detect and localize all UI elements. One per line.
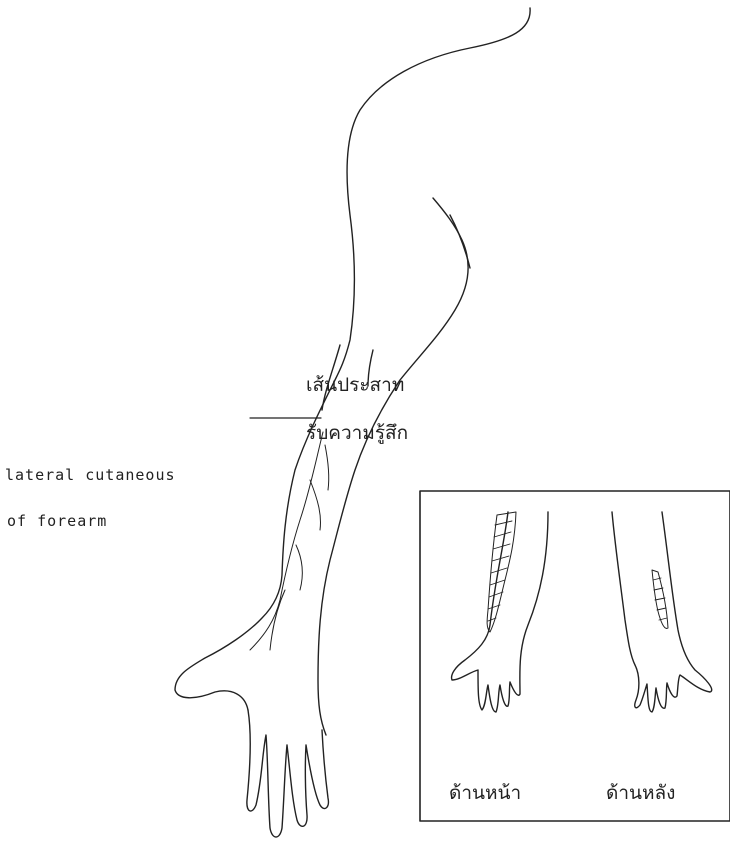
nerve-label-en-1: lateral cutaneous [5, 466, 176, 484]
nerve-label-thai-2: รับความรู้สึก [306, 418, 408, 448]
inset-back-hatch [653, 578, 667, 620]
inset-front-arm [452, 512, 548, 712]
inset-front-hatch [488, 521, 512, 621]
hand-fingers [247, 710, 329, 837]
arm-outline-outer [175, 8, 530, 710]
nerve-branch-4 [296, 545, 302, 590]
nerve-label-en-2: of forearm [7, 512, 107, 530]
nerve-label-thai-1: เส้นประสาท [306, 370, 404, 400]
nerve-branch-2 [325, 445, 329, 490]
arm-outline-inner [318, 198, 468, 735]
inset-front-caption: ด้านหน้า [449, 778, 521, 808]
nerve-branch [250, 432, 323, 650]
nerve-branch-3 [310, 480, 321, 530]
inset-box [420, 491, 730, 821]
inset-back-arm [612, 512, 712, 712]
inset-back-caption: ด้านหลัง [606, 778, 675, 808]
